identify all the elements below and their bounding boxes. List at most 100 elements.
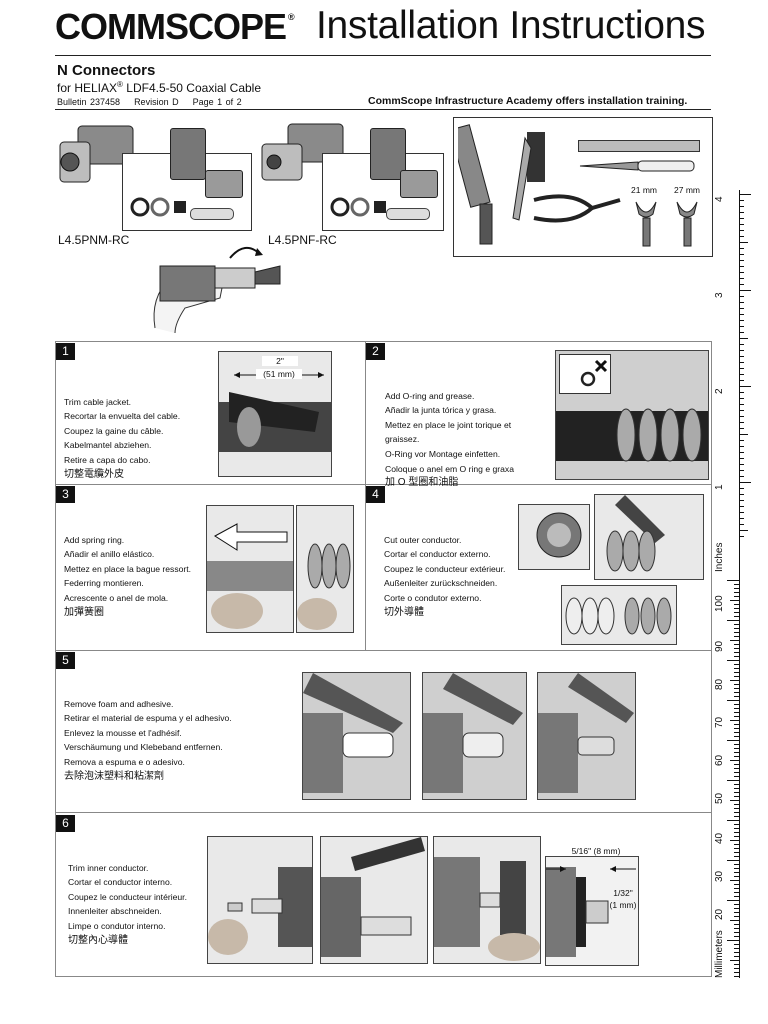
connector-male-image [58, 118, 148, 198]
ruler-tick [739, 464, 744, 465]
ruler-tick [739, 284, 744, 285]
ruler-tick [727, 740, 739, 741]
page-title: Installation Instructions [316, 4, 706, 47]
ruler-tick [727, 900, 739, 901]
ruler-tick [739, 476, 744, 477]
ruler-tick [727, 580, 739, 581]
ruler-tick [739, 458, 744, 459]
ruler-tick [734, 784, 739, 785]
ruler-inches-label: Inches [714, 542, 725, 572]
ruler-tick [730, 960, 739, 961]
step-number-1: 1 [56, 343, 75, 360]
ruler-tick [739, 356, 744, 357]
ruler-tick [734, 768, 739, 769]
step-6-instructions: Trim inner conductor.Cortar el conductor… [68, 862, 187, 946]
ruler-spine [739, 190, 740, 978]
grease-tube-female [386, 208, 430, 220]
ruler-tick [739, 488, 744, 489]
ruler-tick [730, 920, 739, 921]
step-number-4: 4 [366, 486, 385, 503]
ruler-mm-label: 50 [714, 792, 725, 804]
ruler-tick [739, 374, 744, 375]
ruler-tick [739, 344, 744, 345]
ruler-tick [739, 230, 744, 231]
ruler-tick [734, 752, 739, 753]
ruler-tick [739, 422, 744, 423]
ruler-tick [739, 242, 748, 243]
ruler-tick [739, 224, 744, 225]
ruler-tick [734, 652, 739, 653]
ruler-tick [734, 812, 739, 813]
step-5-photo-a [302, 672, 411, 800]
ruler-tick [734, 832, 739, 833]
ruler-tick [739, 350, 744, 351]
ruler-tick [734, 976, 739, 977]
ruler-tick [730, 760, 739, 761]
connector-body-male [170, 128, 206, 180]
ruler-tick [734, 916, 739, 917]
ruler-tick [734, 896, 739, 897]
ruler-tick [739, 278, 744, 279]
ruler-tick [727, 860, 739, 861]
ruler-inch-label: 4 [714, 196, 725, 202]
connector-nut-male [205, 170, 243, 198]
ruler-tick [730, 640, 739, 641]
step-6-length-label: 5/16" (8 mm) [566, 846, 626, 856]
wrench-21-icon [633, 200, 659, 248]
step-4-photo-a [518, 504, 590, 570]
ruler-tick [734, 632, 739, 633]
ruler-tick [727, 940, 739, 941]
grid-line [711, 341, 712, 977]
ruler-tick [734, 964, 739, 965]
ruler-tick [734, 872, 739, 873]
ruler-tick [734, 672, 739, 673]
ruler-tick [734, 952, 739, 953]
ruler-inch-label: 1 [714, 484, 725, 490]
ruler-tick [734, 628, 739, 629]
ruler-tick [734, 732, 739, 733]
step-2-inset [559, 354, 611, 394]
ruler-tick [734, 856, 739, 857]
ruler-tick [739, 410, 744, 411]
commscope-logo: COMMSCOPE® [55, 6, 295, 47]
step-number-5: 5 [56, 652, 75, 669]
step-6-dimension-arrow [546, 860, 636, 872]
ruler-tick [734, 716, 739, 717]
ruler-tick [734, 704, 739, 705]
ruler-tick [739, 524, 744, 525]
ruler-tick [739, 506, 744, 507]
ruler-tick [739, 518, 744, 519]
ruler-tick [730, 720, 739, 721]
ruler-tick [734, 944, 739, 945]
ruler-tick [727, 820, 739, 821]
ruler-tick [739, 404, 744, 405]
ruler-tick [734, 676, 739, 677]
ruler-tick [734, 748, 739, 749]
ruler-millimeters-label: Millimeters [714, 930, 725, 978]
ruler-tick [734, 908, 739, 909]
ruler-tick [727, 700, 739, 701]
ruler-tick [734, 972, 739, 973]
product-title: N Connectors [57, 62, 156, 79]
ruler-tick [734, 648, 739, 649]
ruler-tick [739, 428, 744, 429]
ruler-tick [734, 764, 739, 765]
ruler-tick [739, 308, 744, 309]
ruler-tick [739, 320, 744, 321]
step-5-instructions: Remove foam and adhesive.Retirar el mate… [64, 698, 232, 782]
step-6-photo-a [207, 836, 313, 964]
ruler-tick [734, 612, 739, 613]
ruler-tick [734, 644, 739, 645]
ruler-tick [734, 892, 739, 893]
wrench-21-label: 21 mm [631, 185, 657, 195]
grease-tube-male [190, 208, 234, 220]
ruler-tick [734, 796, 739, 797]
grid-line [55, 650, 711, 651]
ruler-tick [734, 724, 739, 725]
ruler-tick [739, 218, 744, 219]
step-1-dimension-mm: (51 mm) [256, 369, 302, 379]
ruler-tick [739, 290, 751, 291]
ruler-tick [739, 236, 744, 237]
product-subtitle: for HELIAX® LDF4.5-50 Coaxial Cable [57, 80, 262, 95]
ruler-tick [727, 780, 739, 781]
